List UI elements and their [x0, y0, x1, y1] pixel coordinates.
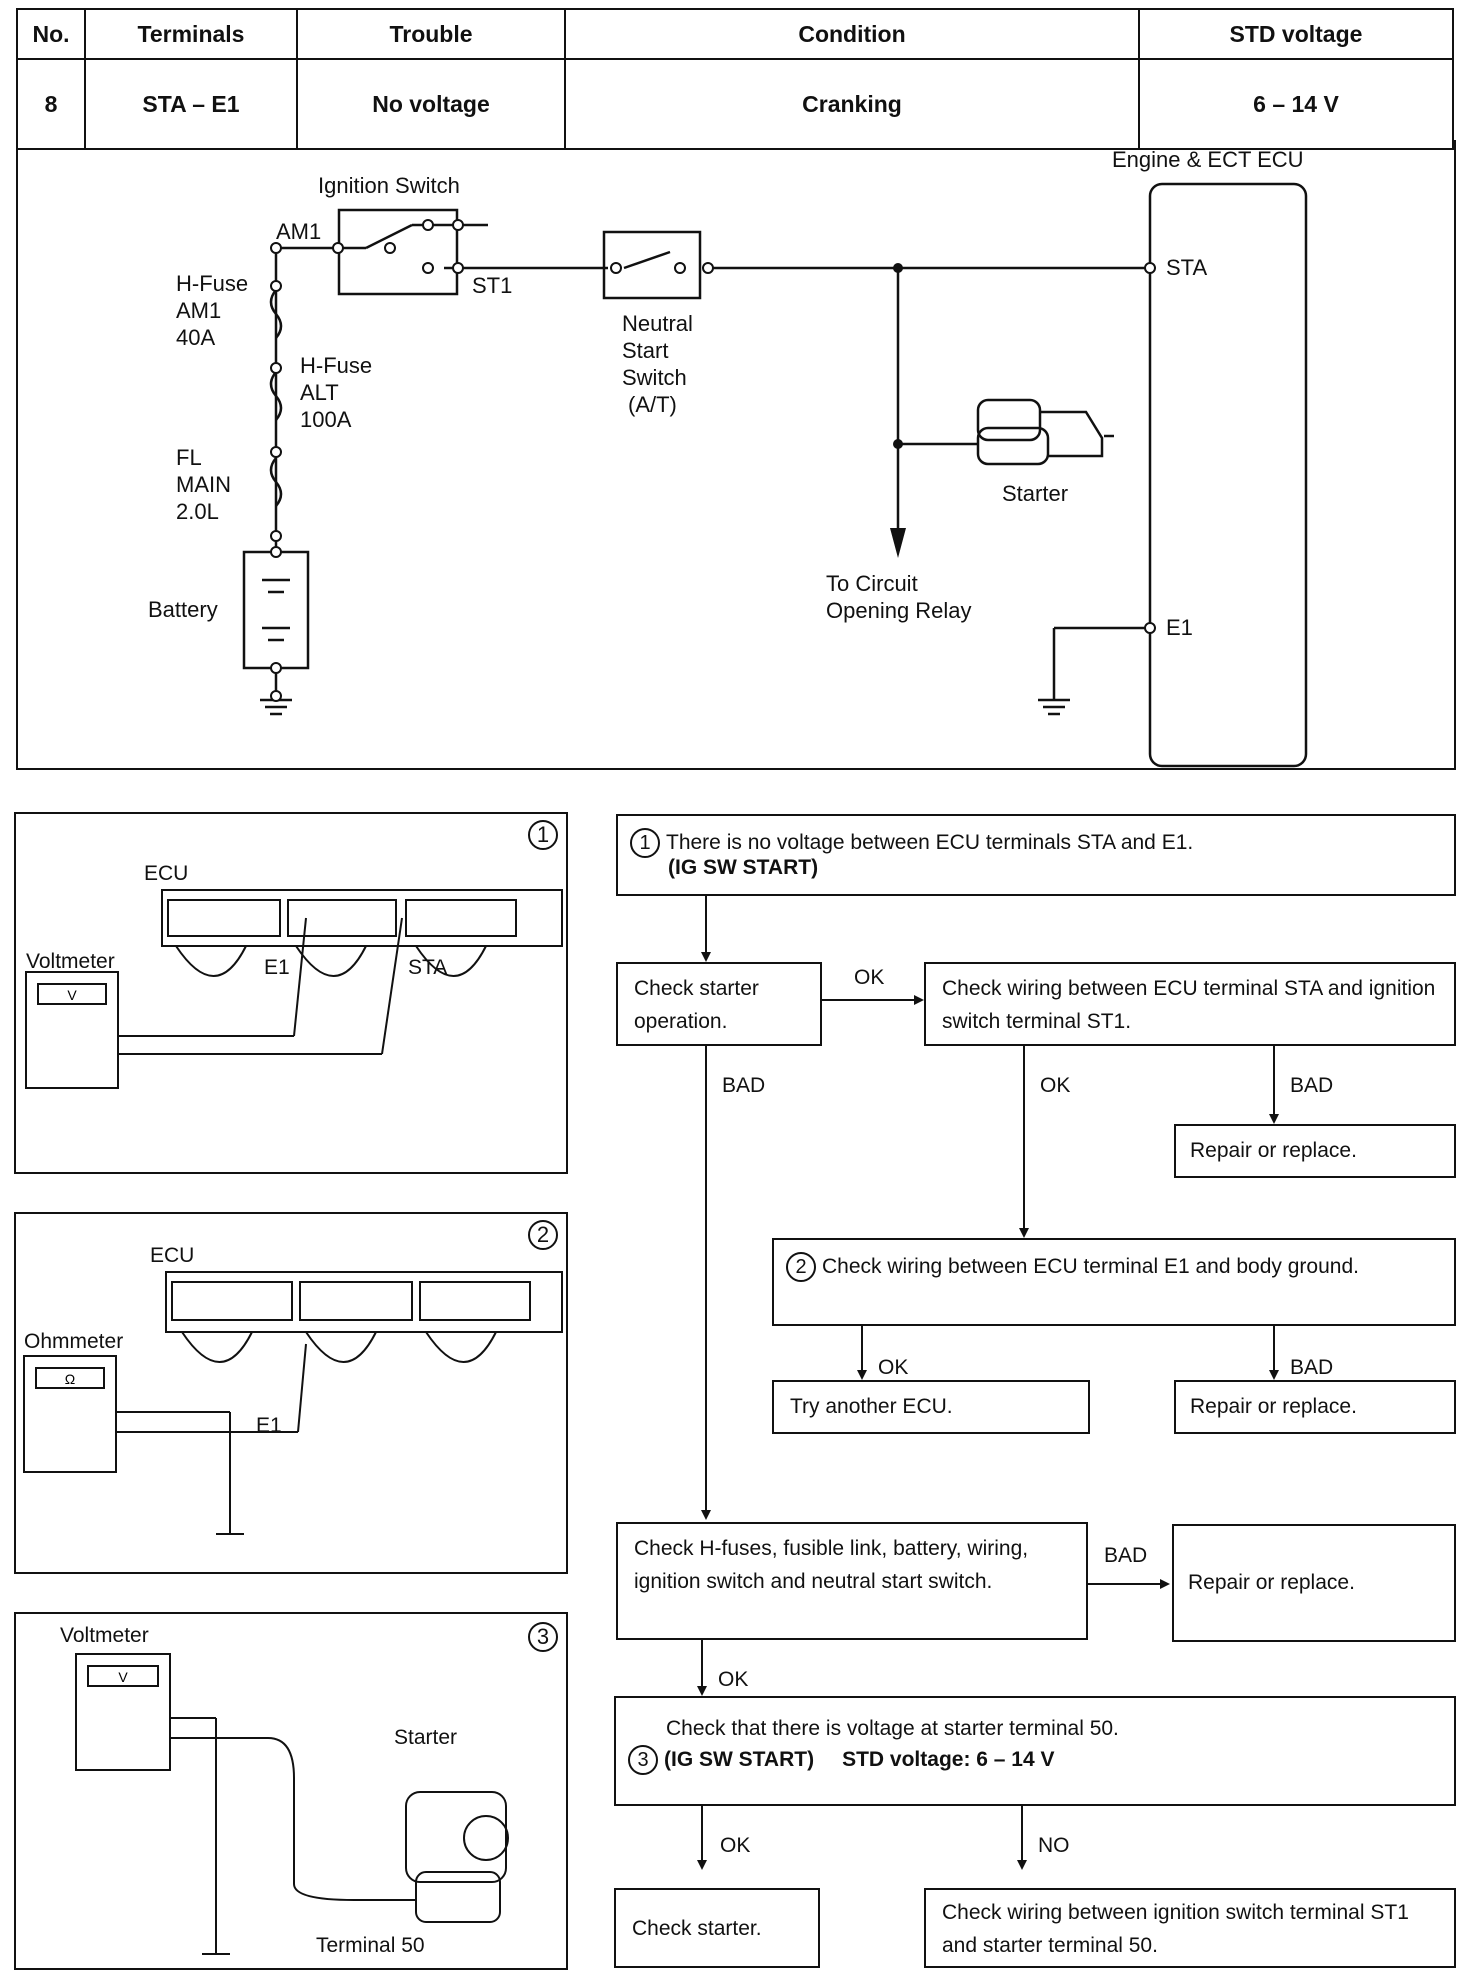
panel-2-meter-symbol: Ω — [65, 1371, 75, 1387]
panel-3-terminal-label: Terminal 50 — [316, 1934, 425, 1957]
header-no: No. — [16, 8, 86, 60]
hfuse-alt-line1: H-Fuse — [300, 353, 373, 378]
step3-std-voltage: STD voltage: 6 – 14 V — [842, 1748, 1055, 1771]
step3-text: Check that there is voltage at starter t… — [666, 1717, 1119, 1740]
no-label-1: NO — [1038, 1834, 1070, 1857]
ecu-title: Engine & ECT ECU — [1112, 147, 1304, 172]
panel-1-meter-symbol: V — [67, 987, 77, 1003]
ok-label-2: OK — [1040, 1074, 1071, 1097]
repair-box-2: Repair or replace. — [1174, 1380, 1456, 1434]
header-terminals: Terminals — [84, 8, 298, 60]
ok-label-4: OK — [718, 1668, 749, 1691]
check-wiring-st1-box: Check wiring between ignition switch ter… — [924, 1888, 1456, 1968]
panel-2-meter-label: Ohmmeter — [24, 1330, 124, 1353]
am1-label: AM1 — [276, 219, 322, 244]
check-hfuses-box: Check H-fuses, fusible link, battery, wi… — [616, 1522, 1088, 1640]
ok-label-1: OK — [854, 966, 885, 989]
step3-condition: (IG SW START) — [664, 1748, 815, 1771]
panel-3-starter-label: Starter — [394, 1726, 458, 1749]
panel-2-ohmmeter-illustration: 2 ECU Ohmmeter E1 Ω — [14, 1212, 568, 1574]
bad-label-2: BAD — [1290, 1074, 1334, 1097]
to-circuit-line2: Opening Relay — [826, 598, 972, 623]
neutral-start-line1: Neutral — [622, 311, 693, 336]
e1-label: E1 — [1166, 615, 1193, 640]
starter-label: Starter — [1002, 481, 1069, 506]
ok-label-5: OK — [720, 1834, 751, 1857]
step1-text: There is no voltage between ECU terminal… — [666, 831, 1194, 854]
panel-1-meter-label: Voltmeter — [26, 950, 115, 973]
step2-number: 2 — [786, 1252, 816, 1283]
ok-label-3: OK — [878, 1356, 909, 1379]
bad-label-1: BAD — [722, 1074, 766, 1097]
header-condition: Condition — [564, 8, 1140, 60]
ignition-switch-label: Ignition Switch — [318, 173, 460, 198]
cell-condition: Cranking — [564, 58, 1140, 150]
wiring-diagram: Engine & ECT ECU Ignition Switch AM1 ST1… — [16, 140, 1456, 770]
hfuse-am1-line2: AM1 — [176, 298, 222, 323]
panel-3-number: 3 — [528, 1622, 558, 1652]
panel-1-probe-e1: E1 — [264, 956, 290, 979]
panel-1-number: 1 — [528, 820, 558, 850]
wiring-diagram-lines — [242, 182, 1308, 768]
panel-3-starter-illustration: 3 Voltmeter Starter Terminal 50 V — [14, 1612, 568, 1970]
panel-1-ecu-label: ECU — [144, 862, 189, 885]
panel-2-ecu-label: ECU — [150, 1244, 195, 1267]
bad-label-3: BAD — [1290, 1356, 1334, 1379]
fl-main-line3: 2.0L — [176, 499, 219, 524]
neutral-start-line3: Switch — [622, 365, 687, 390]
bad-label-4: BAD — [1104, 1544, 1148, 1567]
neutral-start-line4: (A/T) — [628, 392, 677, 417]
try-another-ecu-box: Try another ECU. — [772, 1380, 1090, 1434]
check-starter-box: Check starter. — [614, 1888, 820, 1968]
hfuse-am1-line3: 40A — [176, 325, 216, 350]
step3-number: 3 — [628, 1745, 658, 1776]
spec-table-row: 8 STA – E1 No voltage Cranking 6 – 14 V — [16, 58, 1454, 150]
step2-text: Check wiring between ECU terminal E1 and… — [822, 1255, 1359, 1278]
panel-2-number: 2 — [528, 1220, 558, 1250]
sta-label: STA — [1166, 255, 1208, 280]
cell-no: 8 — [16, 58, 86, 150]
battery-label: Battery — [148, 597, 218, 622]
spec-table: No. Terminals Trouble Condition STD volt… — [16, 8, 1454, 150]
header-trouble: Trouble — [296, 8, 566, 60]
step1-box: 1 There is no voltage between ECU termina… — [616, 814, 1456, 896]
step1-number: 1 — [630, 828, 660, 859]
cell-trouble: No voltage — [296, 58, 566, 150]
panel-3-meter-symbol: V — [118, 1669, 128, 1685]
cell-terminals: STA – E1 — [84, 58, 298, 150]
hfuse-alt-line2: ALT — [300, 380, 339, 405]
repair-box-3: Repair or replace. — [1172, 1524, 1456, 1642]
st1-label: ST1 — [472, 273, 513, 298]
panel-1-probe-sta: STA — [408, 956, 448, 979]
check-starter-operation-box: Check starter operation. — [616, 962, 822, 1046]
step2-box: 2 Check wiring between ECU terminal E1 an… — [772, 1238, 1456, 1326]
fl-main-line2: MAIN — [176, 472, 231, 497]
panel-2-drawing: Ω — [23, 1271, 563, 1535]
step3-box: Check that there is voltage at starter t… — [614, 1696, 1456, 1806]
panel-3-meter-label: Voltmeter — [60, 1624, 149, 1647]
header-std-voltage: STD voltage — [1138, 8, 1454, 60]
step1-condition: (IG SW START) — [668, 856, 819, 879]
panel-1-drawing: V — [25, 889, 563, 1089]
to-circuit-line1: To Circuit — [826, 571, 918, 596]
repair-box-1: Repair or replace. — [1174, 1124, 1456, 1178]
neutral-start-line2: Start — [622, 338, 669, 363]
panel-1-voltmeter-illustration: 1 ECU Voltmeter E1 STA V — [14, 812, 568, 1174]
spec-table-header: No. Terminals Trouble Condition STD volt… — [16, 8, 1454, 60]
hfuse-alt-line3: 100A — [300, 407, 352, 432]
cell-std-voltage: 6 – 14 V — [1138, 58, 1454, 150]
panel-3-drawing: V — [75, 1653, 509, 1955]
check-wiring-sta-box: Check wiring between ECU terminal STA an… — [924, 962, 1456, 1046]
hfuse-am1-line1: H-Fuse — [176, 271, 249, 296]
fl-main-line1: FL — [176, 445, 202, 470]
